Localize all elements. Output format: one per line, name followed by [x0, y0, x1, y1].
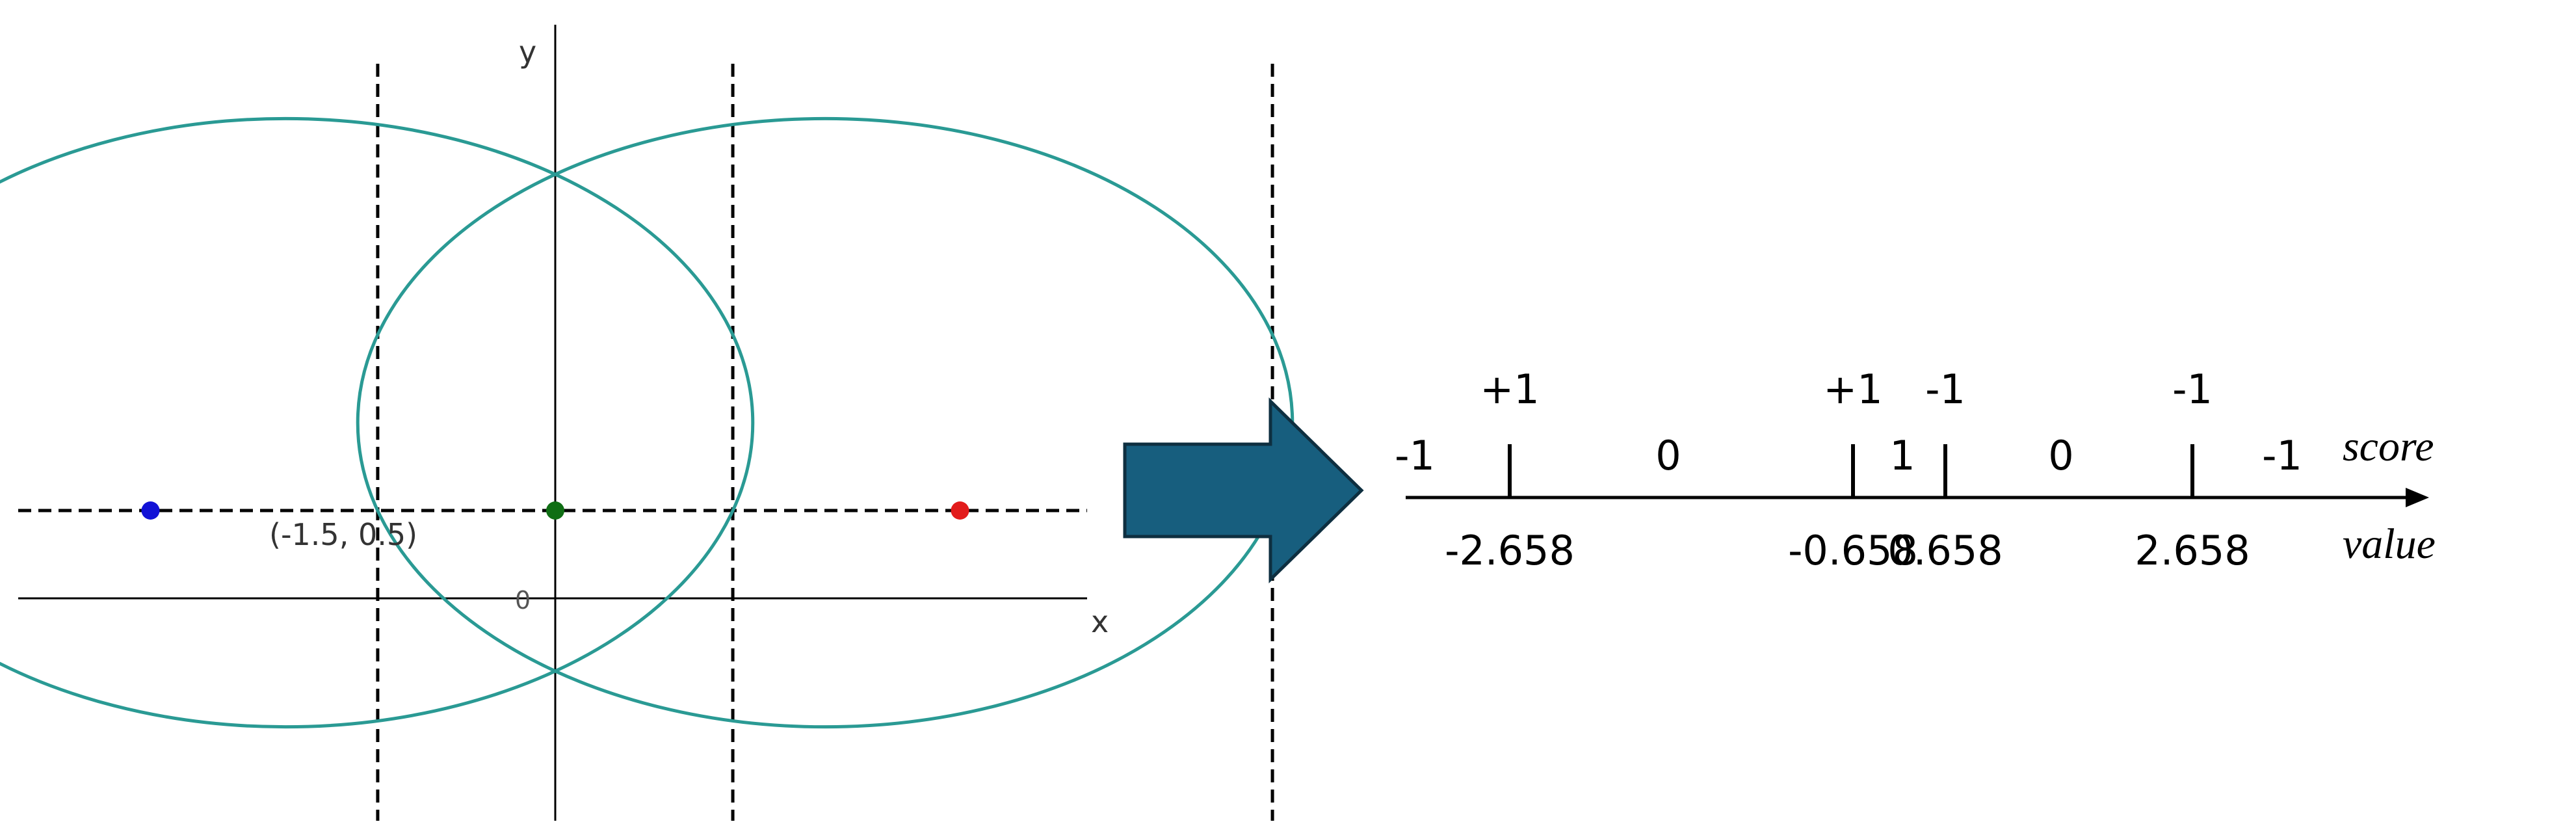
green-point: [546, 501, 564, 520]
left-circle: [0, 117, 755, 728]
tick-score-label-2: +1: [1823, 365, 1882, 413]
segment-score-label-2: 0: [1655, 432, 1681, 479]
number-line-ticks: -2.658 +1 -0.658 +1 0.658 -1 2.658 -1 -1 0 1 0 -1: [1395, 365, 2302, 574]
segment-score-label-4: 0: [2048, 432, 2073, 479]
y-axis-label: y: [519, 34, 536, 70]
points: [141, 501, 969, 520]
segment-score-label-1: -1: [1395, 432, 1435, 479]
tick-score-label-1: +1: [1480, 365, 1539, 413]
tick-score-label-4: -1: [2172, 365, 2213, 413]
tick-value-label-4: 2.658: [2135, 527, 2250, 574]
coordinate-plot: x y 0 (-1.5, 0.5): [0, 25, 1295, 821]
red-point: [951, 501, 969, 520]
blue-point: [141, 501, 160, 520]
segment-score-label-5: -1: [2262, 432, 2302, 479]
value-axis-label: value: [2343, 520, 2436, 568]
point-annotation: (-1.5, 0.5): [269, 517, 417, 552]
x-axis-label: x: [1091, 604, 1109, 639]
right-arrow-icon: [1123, 397, 1364, 583]
number-line: -2.658 +1 -0.658 +1 0.658 -1 2.658 -1 -1 0 1 0 -1 sc…: [1395, 365, 2436, 574]
segment-score-label-3: 1: [1889, 432, 1915, 479]
number-line-arrowhead: [2406, 488, 2429, 507]
tick-score-label-3: -1: [1925, 365, 1965, 413]
score-axis-label: score: [2343, 423, 2434, 470]
tick-value-label-2: -0.658: [1788, 527, 1918, 574]
tick-value-label-3: 0.658: [1887, 527, 2003, 574]
origin-label: 0: [515, 586, 531, 615]
right-circle: [356, 116, 1295, 729]
dashed-vertical-lines: [376, 64, 1274, 821]
tick-value-label-1: -2.658: [1445, 527, 1575, 574]
